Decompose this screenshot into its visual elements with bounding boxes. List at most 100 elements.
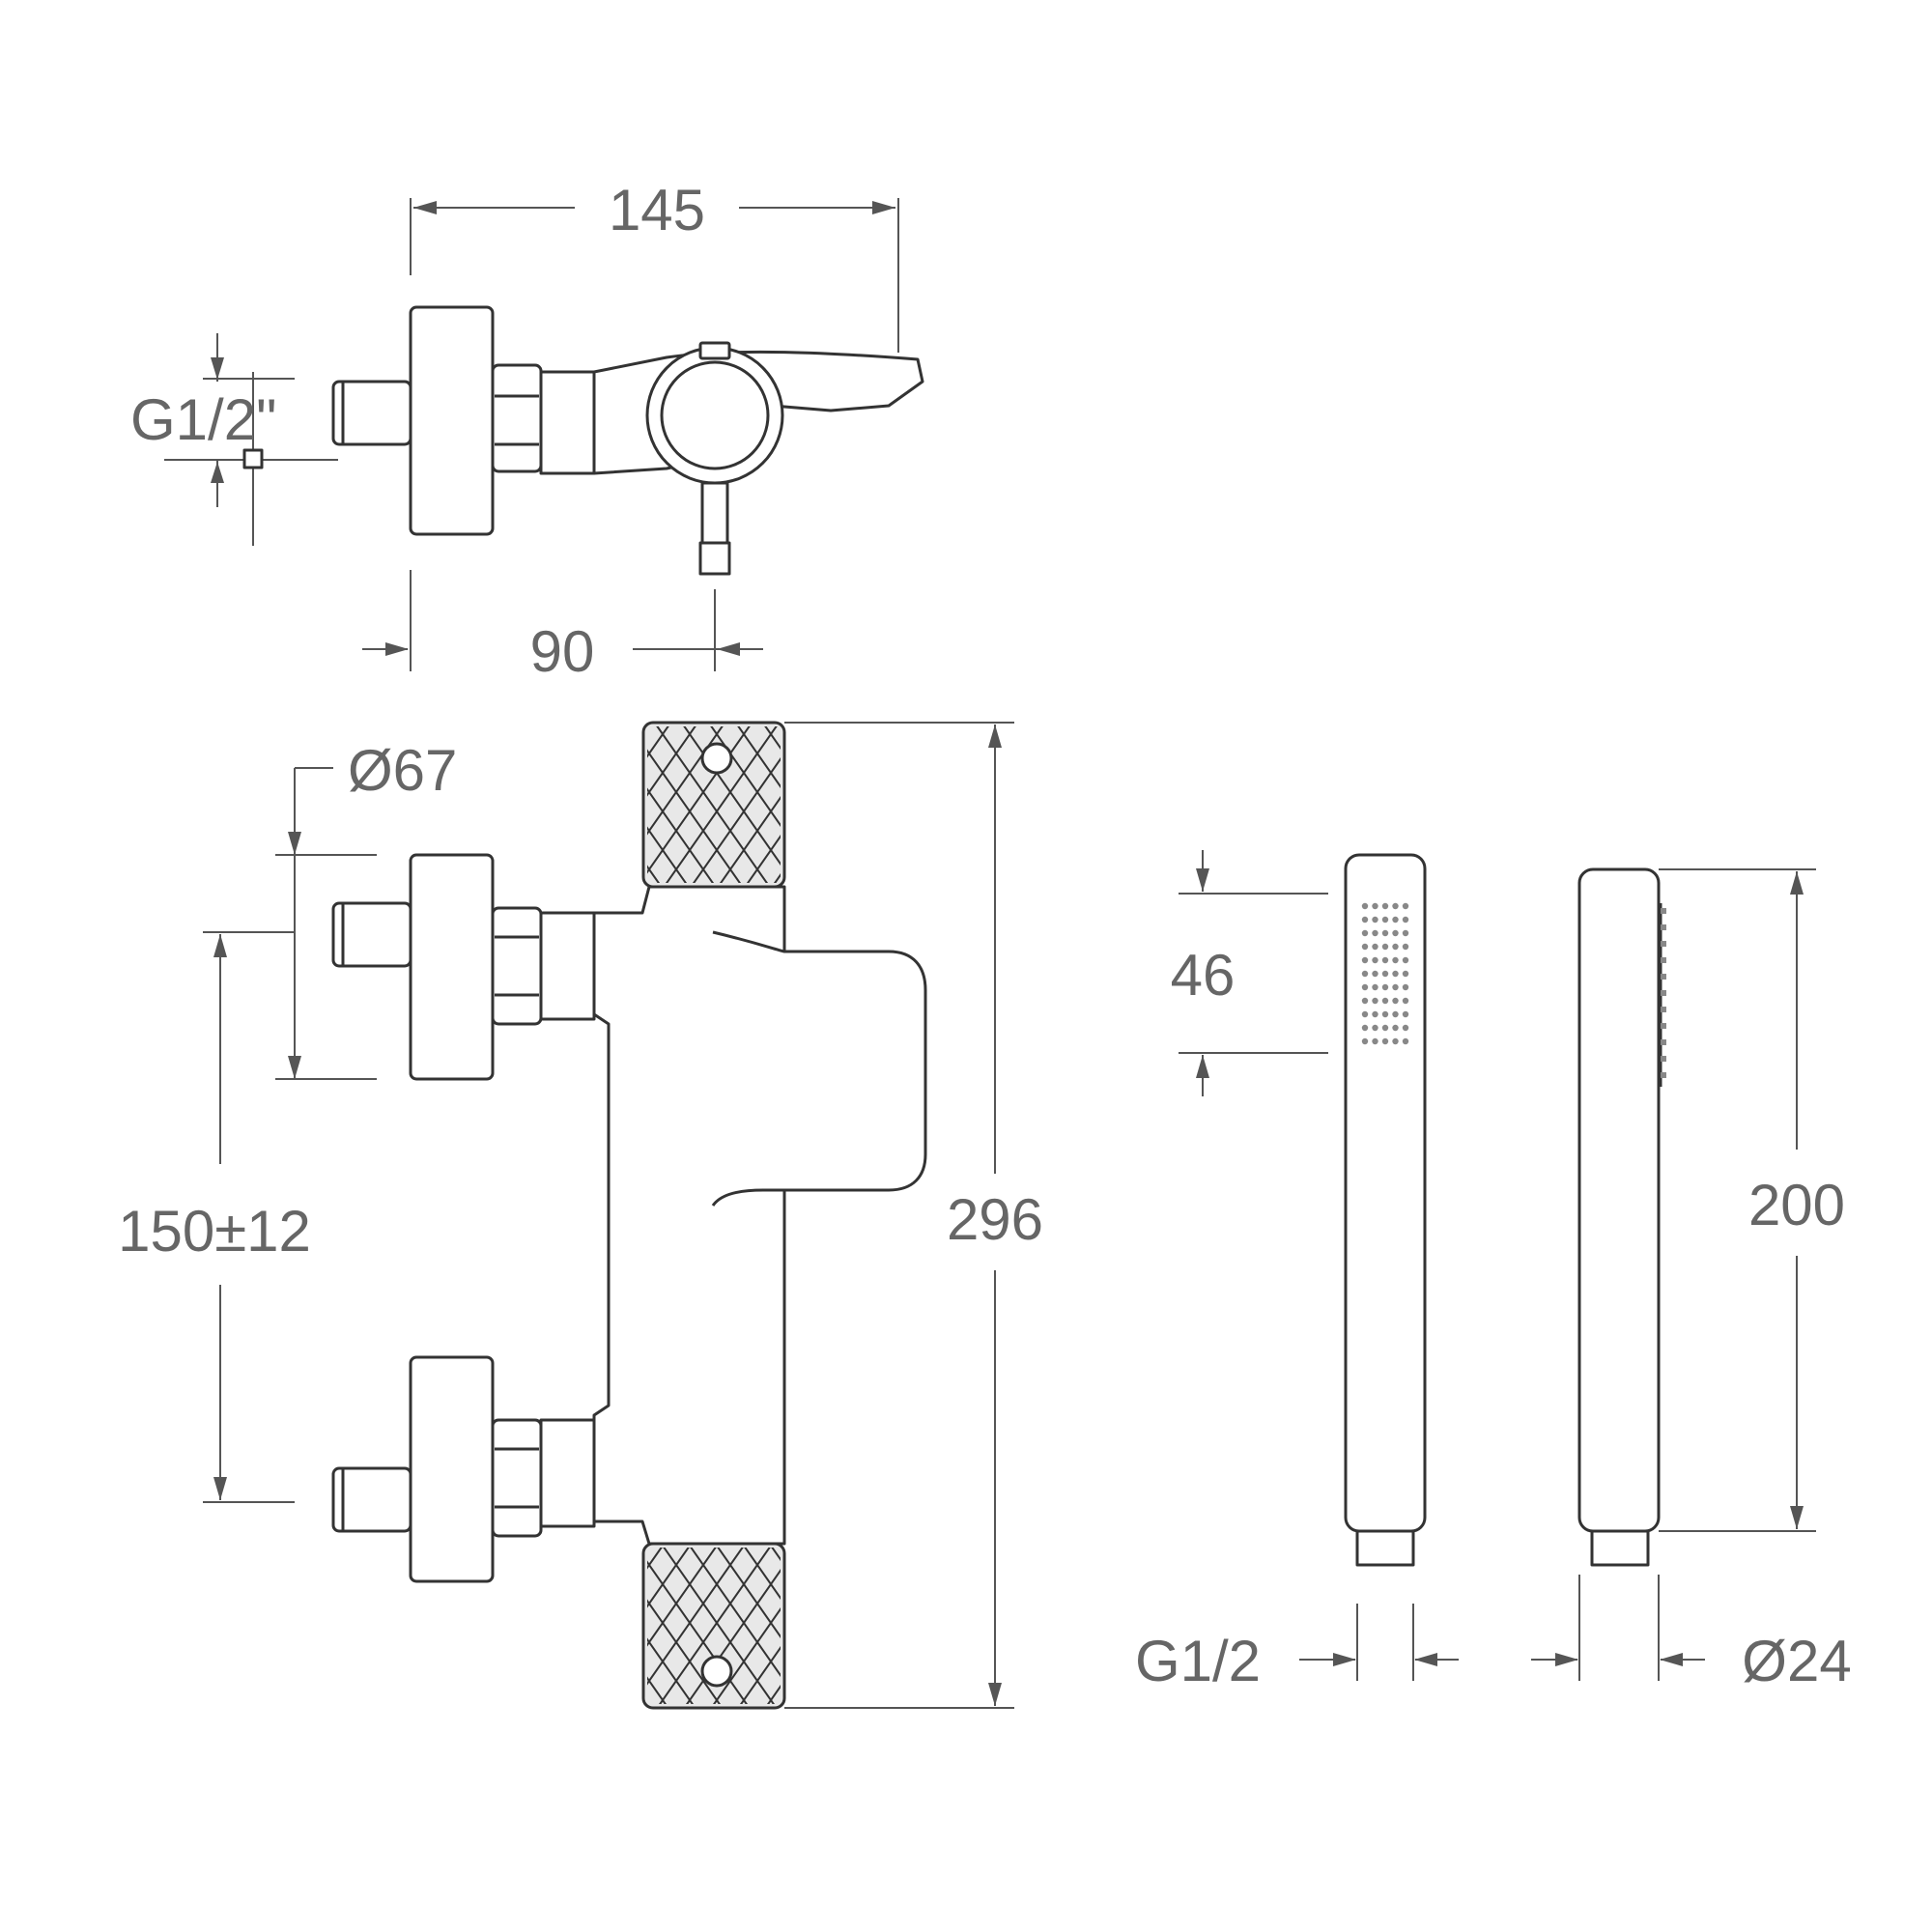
nozzle-dot <box>1372 956 1378 964</box>
knurled-handle-bottom <box>641 1542 786 1710</box>
dimension-200: 200 <box>1659 868 1845 1532</box>
nozzle-dot <box>1381 929 1389 937</box>
top-view: 145 <box>130 178 924 684</box>
nozzle-dot <box>1361 929 1369 937</box>
side-nozzle <box>1661 957 1666 963</box>
nozzle-dot <box>1372 997 1378 1005</box>
side-nozzle <box>1661 1007 1666 1012</box>
dimension-g12-top: G1/2" <box>130 333 338 546</box>
dimension-46: 46 <box>1171 850 1328 1096</box>
nozzle-dot <box>1402 1010 1409 1018</box>
spray-nozzles <box>1361 902 1409 1045</box>
nozzle-dot <box>1372 929 1378 937</box>
side-nozzle <box>1661 1056 1666 1062</box>
nozzle-dot <box>1381 1010 1389 1018</box>
nozzle-dot <box>1381 943 1389 951</box>
nozzle-dot <box>1392 902 1399 910</box>
nozzle-dot <box>1402 1037 1409 1045</box>
nozzle-dot <box>1402 956 1409 964</box>
nozzle-dot <box>1381 956 1389 964</box>
side-nozzle <box>1661 908 1666 914</box>
nozzle-dot <box>1402 983 1409 991</box>
nozzle-dot <box>1392 943 1399 951</box>
nozzle-dot <box>1361 902 1369 910</box>
nozzle-dot <box>1402 929 1409 937</box>
nozzle-dot <box>1361 916 1369 923</box>
diverter-knob <box>645 341 784 576</box>
nozzle-dot <box>1392 956 1399 964</box>
nozzle-dot <box>1381 1037 1389 1045</box>
hex-nut-top <box>491 363 543 473</box>
nozzle-dot <box>1392 1037 1399 1045</box>
nozzle-dot <box>1402 997 1409 1005</box>
nozzle-dot <box>1372 902 1378 910</box>
nozzle-dot <box>1402 916 1409 923</box>
nozzle-dot <box>1372 943 1378 951</box>
nozzle-dot <box>1392 970 1399 978</box>
dimension-dia24: Ø24 <box>1531 1575 1852 1693</box>
nozzle-dot <box>1372 916 1378 923</box>
nozzle-dot <box>1402 943 1409 951</box>
nozzle-dot <box>1361 970 1369 978</box>
flange-side <box>409 305 495 536</box>
side-nozzle <box>1661 941 1666 947</box>
nozzle-dot <box>1361 1037 1369 1045</box>
side-nozzle <box>1661 1072 1666 1078</box>
nozzle-dot <box>1372 970 1378 978</box>
nozzle-dot <box>1361 943 1369 951</box>
nozzle-dot <box>1392 997 1399 1005</box>
hand-shower-side <box>1577 867 1666 1567</box>
body-outlet <box>711 930 927 1207</box>
nozzle-dot <box>1381 1024 1389 1032</box>
lower-inlet <box>331 1355 596 1583</box>
nozzle-dot <box>1402 970 1409 978</box>
dimension-dia67: Ø67 <box>275 738 457 1080</box>
nozzle-dot <box>1392 929 1399 937</box>
dimension-centers: 150±12 <box>118 931 311 1503</box>
nozzle-dot <box>1402 902 1409 910</box>
dim-label-centers: 150±12 <box>118 1199 311 1264</box>
dim-label-g12-hand-shower: G1/2 <box>1135 1629 1261 1693</box>
nozzle-dot <box>1372 1010 1378 1018</box>
dimension-g12-hand-shower: G1/2 <box>1135 1604 1459 1693</box>
dim-label-296: 296 <box>947 1187 1043 1252</box>
dimension-296: 296 <box>784 722 1043 1709</box>
nozzle-dot <box>1372 983 1378 991</box>
nozzle-dot <box>1372 1037 1378 1045</box>
nozzle-dot <box>1361 1024 1369 1032</box>
dimension-145: 145 <box>410 178 899 353</box>
side-nozzle <box>1661 924 1666 930</box>
nozzle-dot <box>1361 983 1369 991</box>
hand-shower-view: 46 200 <box>1135 850 1852 1693</box>
side-nozzle <box>1661 990 1666 996</box>
front-view: Ø67 150±12 <box>118 721 1043 1710</box>
dim-label-90: 90 <box>530 619 595 684</box>
knurled-handle-top <box>641 721 786 889</box>
nozzle-dot <box>1361 997 1369 1005</box>
dim-label-dia67: Ø67 <box>348 738 457 803</box>
nozzle-dot <box>1392 983 1399 991</box>
upper-inlet <box>331 853 596 1081</box>
nozzle-dot <box>1381 997 1389 1005</box>
side-nozzle <box>1661 974 1666 980</box>
nozzle-dot <box>1392 1024 1399 1032</box>
dimension-90: 90 <box>362 570 763 684</box>
side-nozzles <box>1661 908 1666 1078</box>
dim-label-145: 145 <box>609 178 705 242</box>
nozzle-dot <box>1402 1024 1409 1032</box>
hand-shower-front <box>1344 853 1427 1567</box>
nozzle-dot <box>1392 916 1399 923</box>
connector-top <box>539 370 596 475</box>
dim-label-g12-top: G1/2" <box>130 387 276 452</box>
dim-label-46: 46 <box>1171 943 1236 1008</box>
dim-label-200: 200 <box>1748 1173 1845 1237</box>
nozzle-dot <box>1372 1024 1378 1032</box>
inlet-stub-top <box>331 380 412 446</box>
dim-label-dia24: Ø24 <box>1742 1629 1851 1693</box>
side-nozzle <box>1661 1039 1666 1045</box>
nozzle-dot <box>1361 1010 1369 1018</box>
side-nozzle <box>1661 1023 1666 1029</box>
nozzle-dot <box>1381 983 1389 991</box>
nozzle-dot <box>1381 916 1389 923</box>
